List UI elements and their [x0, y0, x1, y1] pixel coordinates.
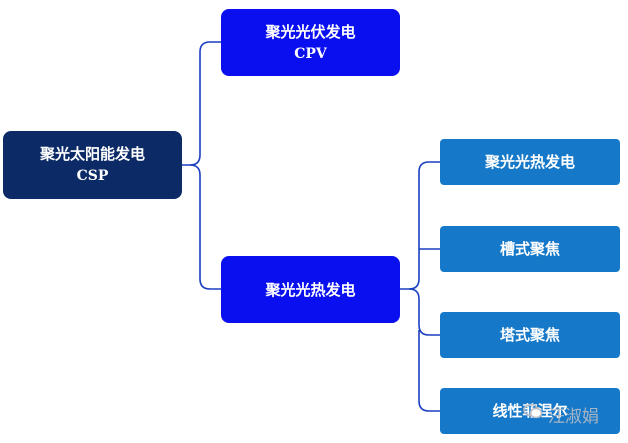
node-branch-cpv: 聚光光伏发电 CPV [221, 9, 400, 76]
watermark-text: 汪淑娟 [548, 407, 599, 427]
connector-csp-to-c1 [400, 161, 440, 290]
node-child-3: 塔式聚焦 [440, 312, 620, 358]
node-child-label: 聚光光热发电 [484, 153, 575, 171]
watermark-chat-icon [523, 403, 543, 419]
connector-csp-to-c4 [418, 330, 440, 412]
node-root-subtitle: CSP [76, 168, 109, 184]
connector-csp-to-c3 [408, 288, 440, 336]
node-cpv-title: 聚光光伏发电 [265, 22, 356, 41]
connector-root-to-cpv [182, 41, 221, 166]
node-child-1: 聚光光热发电 [440, 139, 620, 185]
node-csp-title: 聚光光热发电 [265, 280, 356, 299]
connector-root-to-csp [189, 164, 221, 290]
node-child-label: 槽式聚焦 [499, 240, 560, 258]
node-child-label: 塔式聚焦 [499, 326, 560, 344]
node-root-title: 聚光太阳能发电 [39, 145, 145, 163]
node-branch-csp: 聚光光热发电 [221, 256, 400, 323]
node-root-csp: 聚光太阳能发电 CSP [3, 131, 182, 199]
node-child-label: 线性菲涅尔 [492, 402, 568, 420]
node-cpv-subtitle: CPV [294, 45, 327, 62]
node-child-2: 槽式聚焦 [440, 226, 620, 272]
node-child-4: 线性菲涅尔 [440, 388, 620, 434]
